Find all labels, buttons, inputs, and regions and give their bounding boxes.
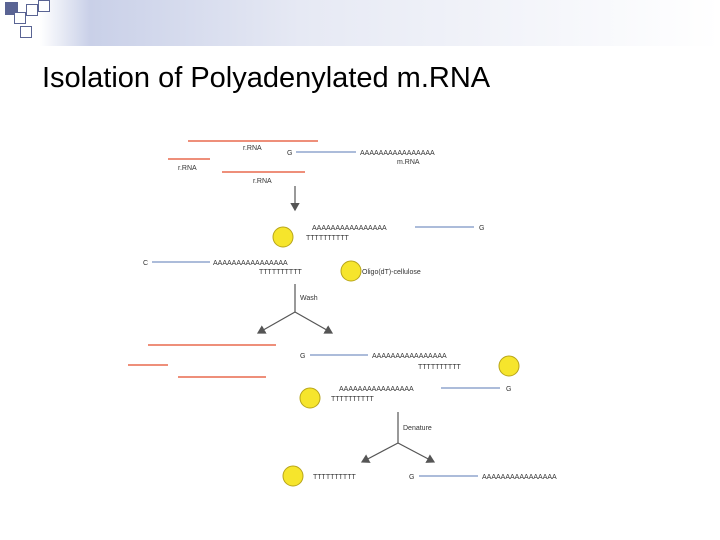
deco-square-1: [5, 2, 18, 15]
polyt-strand-1: TTTTTTTTTT: [306, 235, 349, 242]
arrow-denature-right: [397, 442, 436, 463]
arrow-wash-left: [256, 311, 296, 334]
header-band: [0, 0, 720, 46]
mrna-g-label-5: G: [409, 474, 414, 481]
oligo-dt-cellulose-label: Oligo(dT)-cellulose: [362, 269, 421, 276]
polya-tail-5: AAAAAAAAAAAAAAAA: [339, 386, 414, 393]
polyt-strand-3: TTTTTTTTTT: [418, 364, 461, 371]
denature-label: Denature: [403, 425, 432, 432]
oligo-dt-bead-2: [340, 260, 362, 282]
rrna-label-3: r.RNA: [253, 178, 272, 185]
deco-square-4: [38, 0, 50, 12]
polyt-strand-2: TTTTTTTTTT: [259, 269, 302, 276]
mrna-c-label: C: [143, 260, 148, 267]
polya-tail-2: AAAAAAAAAAAAAAAA: [312, 225, 387, 232]
deco-square-3: [26, 4, 38, 16]
mrna-g-label-4: G: [506, 386, 511, 393]
polya-tail-3: AAAAAAAAAAAAAAAA: [213, 260, 288, 267]
arrow-denature-left: [360, 442, 399, 463]
oligo-dt-bead-4: [299, 387, 321, 409]
mrna-label: m.RNA: [397, 159, 420, 166]
mrna-g-label-3: G: [300, 353, 305, 360]
mrna-g-label-2: G: [479, 225, 484, 232]
oligo-dt-bead-1: [272, 226, 294, 248]
deco-square-5: [20, 26, 32, 38]
polyt-strand-5: TTTTTTTTTT: [313, 474, 356, 481]
polya-tail-6: AAAAAAAAAAAAAAAA: [482, 474, 557, 481]
deco-square-2: [14, 12, 26, 24]
rrna-label-1: r.RNA: [243, 145, 262, 152]
polya-tail-4: AAAAAAAAAAAAAAAA: [372, 353, 447, 360]
oligo-dt-bead-5: [282, 465, 304, 487]
mrna-g-label-1: G: [287, 150, 292, 157]
polya-tail-1: AAAAAAAAAAAAAAAA: [360, 150, 435, 157]
wash-label: Wash: [300, 295, 318, 302]
oligo-dt-bead-3: [498, 355, 520, 377]
arrow-wash-right: [294, 311, 334, 334]
slide-title: Isolation of Polyadenylated m.RNA: [42, 62, 491, 94]
polyt-strand-4: TTTTTTTTTT: [331, 396, 374, 403]
rrna-label-2: r.RNA: [178, 165, 197, 172]
